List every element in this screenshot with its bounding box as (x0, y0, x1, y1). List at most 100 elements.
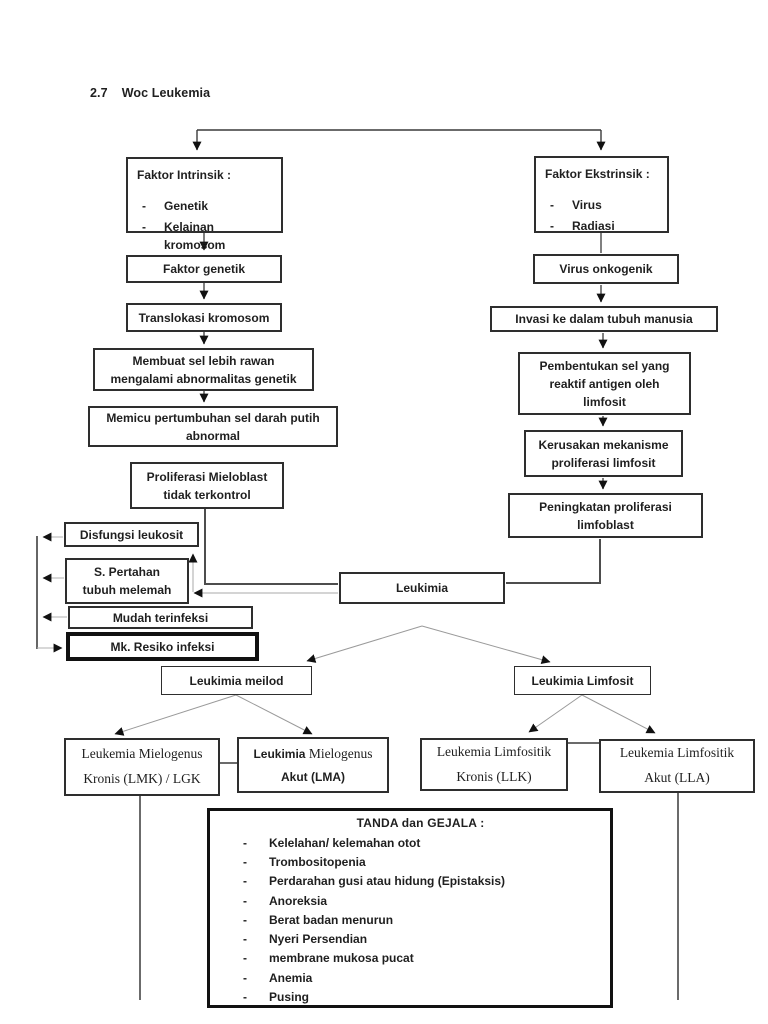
node-label: Leukimia meilod (189, 673, 284, 688)
symptom-text: Berat badan menurun (269, 912, 394, 927)
symptom-text: Trombositopenia (269, 854, 366, 869)
symptom-item: - Anemia (243, 968, 598, 987)
symptom-item: - Berat badan menurun (243, 910, 598, 929)
node-label-line: Leukimia Mielogenus (253, 741, 372, 767)
dash-bullet: - (243, 874, 247, 889)
node-label-word: Leukimia (253, 746, 306, 761)
node-label-line: Proliferasi Mieloblast (146, 469, 268, 484)
symptom-item: - Pusing (243, 987, 598, 1006)
node-mudah-terinfeksi: Mudah terinfeksi (68, 606, 253, 629)
list-item-text: Genetik (164, 199, 209, 213)
node-label: Invasi ke dalam tubuh manusia (515, 312, 693, 326)
node-label-line: tidak terkontrol (163, 487, 251, 502)
node-label-line: Peningkatan proliferasi (539, 499, 672, 514)
node-label-line: abnormal (185, 428, 240, 443)
symptom-text: membrane mukosa pucat (269, 951, 414, 966)
dash-bullet: - (243, 951, 247, 966)
dash-bullet: - (243, 912, 247, 927)
list-item: - Radiasi (545, 217, 658, 235)
node-label-word: Mielogenus (308, 745, 373, 761)
node-disfungsi-leukosit: Disfungsi leukosit (64, 522, 199, 547)
symptom-text: Anoreksia (269, 893, 328, 908)
node-heading: Faktor Ekstrinsik : (545, 167, 650, 181)
node-leukimia: Leukimia (339, 572, 505, 604)
node-label: Leukimia (395, 581, 449, 595)
dash-bullet: - (550, 198, 554, 212)
node-label: Leukimia Limfosit (531, 673, 634, 688)
node-proliferasi-mieloblast: Proliferasi Mieloblast tidak terkontrol (130, 462, 284, 509)
section-title: 2.7 Woc Leukemia (90, 86, 210, 100)
node-label: Virus onkogenik (559, 262, 653, 276)
node-faktor-genetik: Faktor genetik (126, 255, 282, 283)
dash-bullet: - (550, 219, 554, 233)
node-faktor-ekstrinsik: Faktor Ekstrinsik : - Virus - Radiasi (534, 156, 669, 233)
list-item-text: Virus (572, 198, 602, 212)
node-memicu-pertumbuhan: Memicu pertumbuhan sel darah putih abnor… (88, 406, 338, 447)
list-item: - Genetik (137, 197, 272, 215)
tanda-gejala-box: TANDA dan GEJALA : - Kelelahan/ kelemaha… (207, 808, 613, 1008)
node-virus-onkogenik: Virus onkogenik (533, 254, 679, 284)
node-label-line: limfoblast (577, 517, 634, 532)
list-item-text: Radiasi (572, 219, 615, 233)
node-membuat-sel-rawan: Membuat sel lebih rawan mengalami abnorm… (93, 348, 314, 391)
symptom-text: Kelelahan/ kelemahan otot (269, 835, 421, 850)
section-title-text: Woc Leukemia (121, 86, 211, 100)
list-item: - Kelainan kromosom (137, 218, 272, 254)
node-label-line: Akut (LLA) (644, 770, 710, 785)
node-translokasi-kromosom: Translokasi kromosom (126, 303, 282, 332)
dash-bullet: - (142, 220, 146, 234)
section-number: 2.7 (90, 86, 108, 100)
node-heading: Faktor Intrinsik : (137, 168, 232, 182)
symptom-text: Pusing (269, 990, 310, 1005)
node-label-line: Pembentukan sel yang (539, 358, 670, 373)
symptom-item: - Trombositopenia (243, 852, 598, 871)
node-peningkatan-proliferasi: Peningkatan proliferasi limfoblast (508, 493, 703, 538)
node-label-line: Leukemia Limfositik (436, 743, 552, 759)
node-leukemia-mielogenus-kronis: Leukemia Mielogenus Kronis (LMK) / LGK (64, 738, 220, 796)
dash-bullet: - (243, 932, 247, 947)
node-leukemia-limfositik-kronis: Leukemia Limfositik Kronis (LLK) (420, 738, 568, 791)
node-label-line: Membuat sel lebih rawan (132, 353, 275, 368)
node-label-line: Kronis (LMK) / LGK (83, 771, 201, 786)
node-kerusakan-mekanisme: Kerusakan mekanisme proliferasi limfosit (524, 430, 683, 477)
node-label-line: S. Pertahan (93, 565, 161, 579)
feedback-lines (188, 553, 338, 598)
symptom-text: Anemia (269, 970, 313, 985)
dash-bullet: - (243, 970, 247, 985)
node-label: Faktor genetik (162, 262, 246, 276)
dash-bullet: - (142, 199, 146, 213)
symptom-item: - Nyeri Persendian (243, 929, 598, 948)
node-leukimia-limfosit: Leukimia Limfosit (514, 666, 651, 695)
node-label-line: Leukemia Limfositik (619, 745, 735, 761)
node-invasi-tubuh: Invasi ke dalam tubuh manusia (490, 306, 718, 332)
symptom-item: - Perdarahan gusi atau hidung (Epistaksi… (243, 872, 598, 891)
top-split-bracket (192, 129, 606, 151)
node-label-line: Kronis (LLK) (456, 768, 532, 784)
node-pembentukan-sel: Pembentukan sel yang reaktif antigen ole… (518, 352, 691, 415)
node-label-line: Memicu pertumbuhan sel darah putih (106, 410, 320, 425)
node-label-line: proliferasi limfosit (551, 455, 656, 470)
tanda-gejala-title: TANDA dan GEJALA : (356, 816, 485, 830)
dash-bullet: - (243, 835, 247, 850)
node-faktor-intrinsik: Faktor Intrinsik : - Genetik - Kelainan … (126, 157, 283, 252)
dash-bullet: - (243, 854, 247, 869)
symptom-item: - membrane mukosa pucat (243, 949, 598, 968)
node-leukimia-meilod: Leukimia meilod (161, 666, 312, 695)
symptom-text: Perdarahan gusi atau hidung (Epistaksis) (269, 874, 506, 889)
dash-bullet: - (243, 893, 247, 908)
node-pertahanan-tubuh: S. Pertahan tubuh melemah (65, 558, 189, 604)
node-label: Mk. Resiko infeksi (110, 639, 215, 654)
node-label-line: reaktif antigen oleh (549, 376, 660, 391)
node-label-line: tubuh melemah (82, 583, 172, 597)
node-label: Mudah terinfeksi (112, 610, 209, 625)
node-label-line: Akut (LMA) (281, 770, 345, 785)
node-label-line: Leukemia Mielogenus (81, 746, 203, 762)
symptom-item: - Anoreksia (243, 891, 598, 910)
node-leukemia-limfositik-akut: Leukemia Limfositik Akut (LLA) (599, 739, 755, 793)
node-label: Translokasi kromosom (138, 310, 270, 325)
node-leukimia-mielogenus-akut: Leukimia Mielogenus Akut (LMA) (237, 737, 389, 793)
node-label-line: Kerusakan mekanisme (538, 437, 669, 452)
symptom-item: - Kelelahan/ kelemahan otot (243, 833, 598, 852)
list-item-text: Kelainan kromosom (164, 220, 226, 252)
